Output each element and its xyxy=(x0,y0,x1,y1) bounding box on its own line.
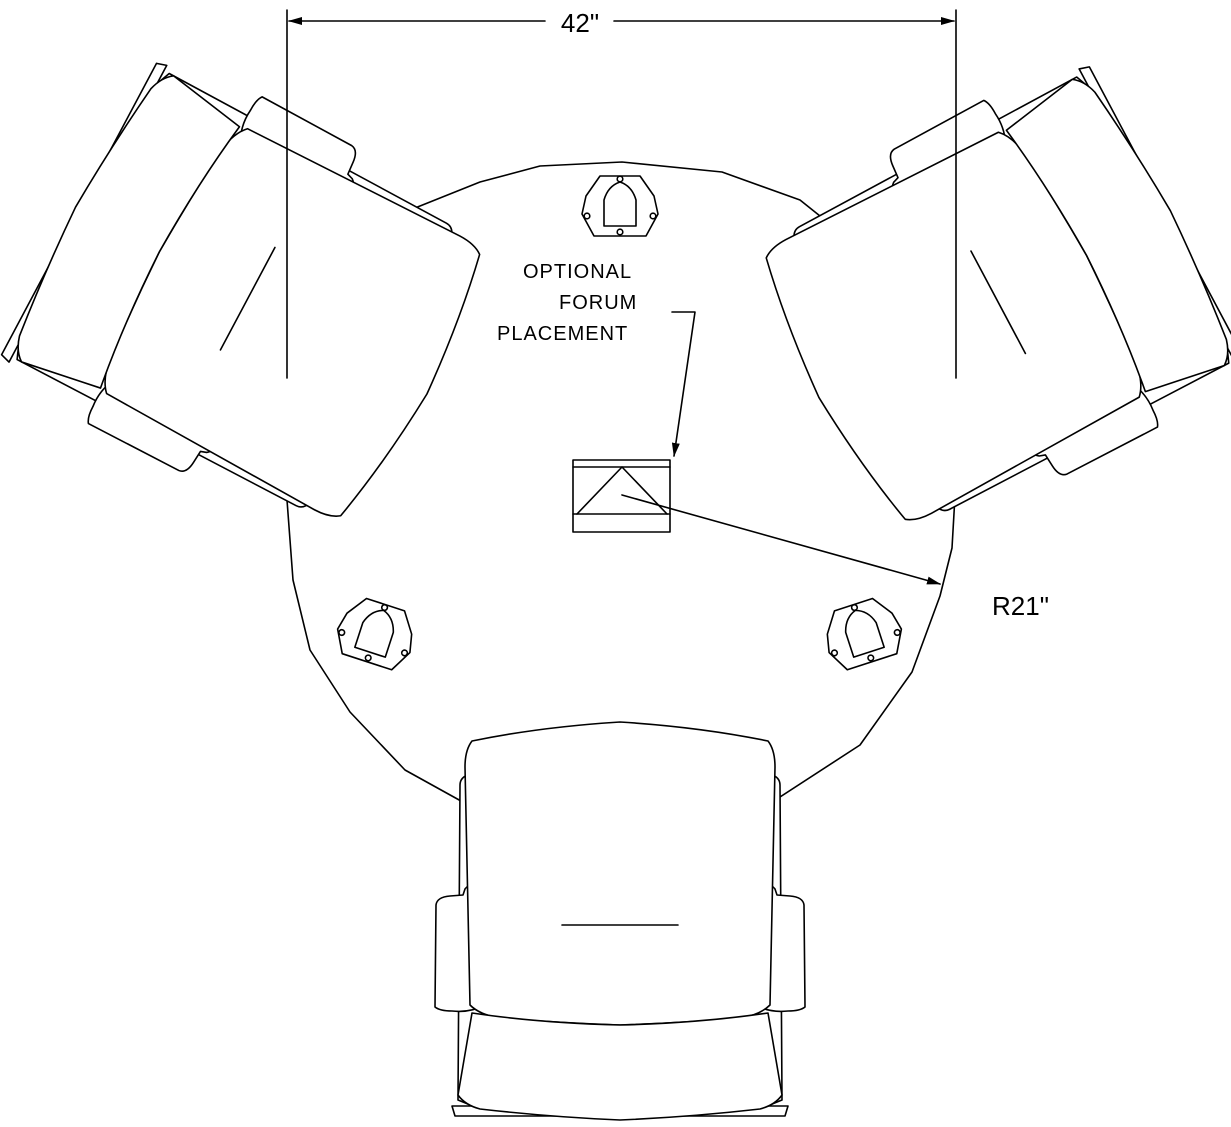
chair-bottom xyxy=(434,721,806,1121)
callout-leader-arrow xyxy=(671,311,696,457)
table-foot-top xyxy=(581,175,659,237)
width-dimension-label: 42" xyxy=(561,8,599,38)
callout-line-forum: FORUM xyxy=(559,292,637,314)
radius-dimension-label: R21" xyxy=(992,591,1049,621)
forum-callout: OPTIONAL FORUM PLACEMENT xyxy=(497,261,637,345)
forum-placement-box xyxy=(572,459,671,533)
callout-line-optional: OPTIONAL xyxy=(523,261,632,283)
radius-leader xyxy=(621,494,941,585)
callout-line-placement: PLACEMENT xyxy=(497,323,628,345)
